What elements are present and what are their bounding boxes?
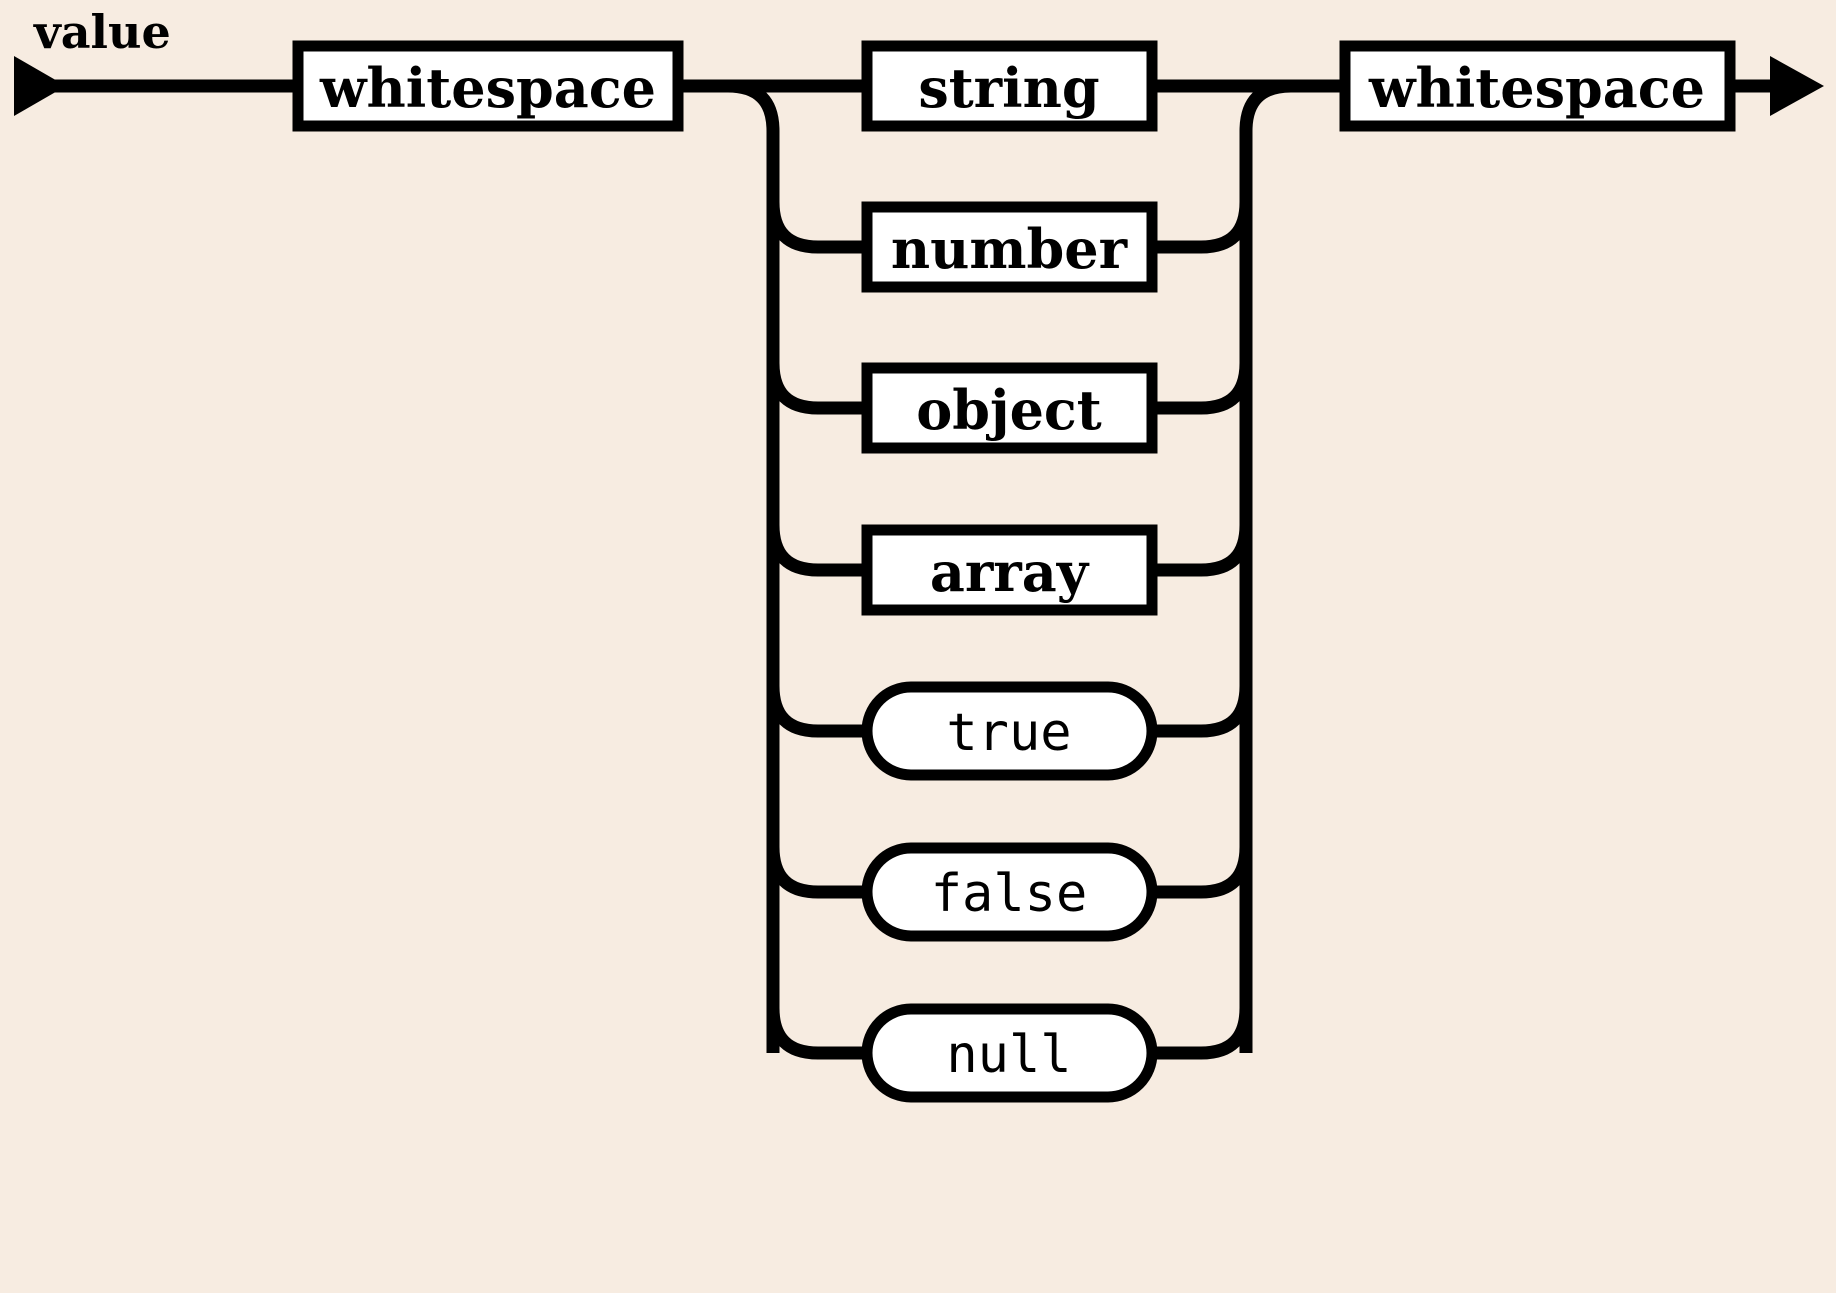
fanout-branch-false xyxy=(766,846,867,899)
fanin-branch-false xyxy=(1152,846,1253,899)
alternative-label-null: null xyxy=(946,1025,1071,1085)
fanin-branch-array xyxy=(1152,524,1253,577)
entry-arrow-group xyxy=(14,56,298,116)
alternative-pill-null[interactable] xyxy=(861,1003,1158,1103)
exit-arrow-group xyxy=(1730,56,1824,116)
fanout-branch-object xyxy=(766,362,867,415)
fanin-branch-object xyxy=(1152,362,1253,415)
alternative-box-array[interactable] xyxy=(861,524,1158,616)
fanin-branch-null xyxy=(1152,1007,1253,1060)
fanin-spine xyxy=(1239,79,1292,1053)
alternative-pill-false[interactable] xyxy=(861,842,1158,942)
alternative-label-number: number xyxy=(891,217,1128,281)
fanout-spine xyxy=(727,79,780,1053)
fanout-branch-array xyxy=(766,524,867,577)
suffix-whitespace-label: whitespace xyxy=(1368,56,1705,120)
fanin-branch-number xyxy=(1152,201,1253,254)
alternative-pill-true[interactable] xyxy=(861,681,1158,781)
fanout-branch-true xyxy=(766,685,867,738)
diagram-title: value xyxy=(33,5,171,59)
fanout-branch-number xyxy=(766,201,867,254)
alternative-label-string: string xyxy=(918,56,1099,120)
exit-arrow-head-icon xyxy=(1770,56,1824,116)
alternative-label-object: object xyxy=(916,378,1102,442)
alternative-box-number[interactable] xyxy=(861,201,1158,293)
prefix-whitespace-label: whitespace xyxy=(319,56,656,120)
fanout-branch-null xyxy=(766,1007,867,1060)
alternative-box-string[interactable] xyxy=(861,40,1158,132)
fanin-branch-true xyxy=(1152,685,1253,738)
alternative-box-object[interactable] xyxy=(861,362,1158,454)
alternative-label-array: array xyxy=(930,540,1090,604)
alternative-label-true: true xyxy=(946,703,1071,763)
alternative-label-false: false xyxy=(931,864,1088,924)
